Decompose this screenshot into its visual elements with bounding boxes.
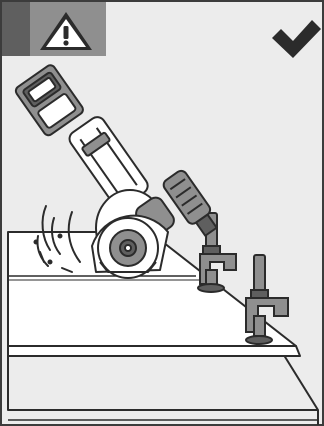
warning-header bbox=[2, 2, 106, 56]
